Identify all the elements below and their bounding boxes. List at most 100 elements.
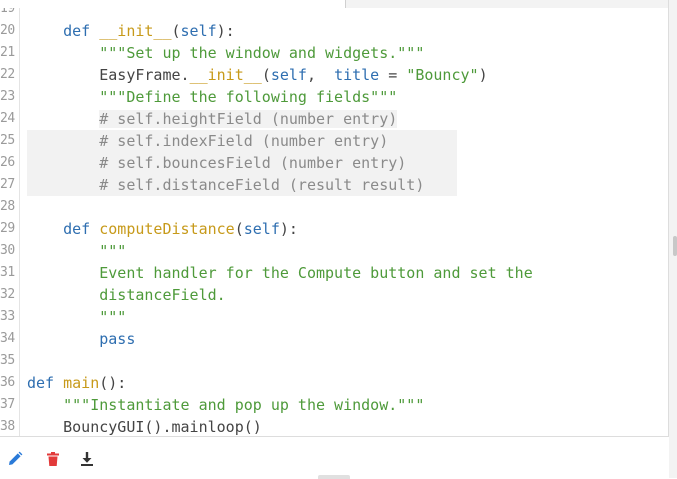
code-line: 31 Event handler for the Compute button … <box>0 262 669 284</box>
code-token: self <box>243 220 280 238</box>
code-token <box>27 132 99 150</box>
code-line: 32 distanceField. <box>0 284 669 306</box>
code-line: 37 """Instantiate and pop up the window.… <box>0 394 669 416</box>
download-icon[interactable] <box>79 451 95 467</box>
code-token <box>27 242 99 260</box>
code-line: 22 EasyFrame.__init__(self, title = "Bou… <box>0 64 669 86</box>
code-line: 23 """Define the following fields""" <box>0 86 669 108</box>
code-token: def <box>27 374 55 392</box>
code-token: pass <box>99 330 136 348</box>
highlighted-row <box>27 152 457 174</box>
code-token: """Set up the window and widgets.""" <box>99 44 425 62</box>
resize-handle[interactable] <box>318 475 350 479</box>
tab-active[interactable] <box>0 0 346 8</box>
line-number: 32 <box>0 284 20 306</box>
code-text: def __init__(self): <box>27 20 235 42</box>
code-token: "Bouncy" <box>406 66 479 84</box>
line-number: 38 <box>0 416 20 436</box>
line-number: 24 <box>0 108 20 130</box>
code-text: distanceField. <box>27 284 226 306</box>
bottom-toolbar <box>0 436 669 479</box>
tab-inactive[interactable] <box>346 0 668 8</box>
code-token: EasyFrame. <box>27 66 190 84</box>
code-token <box>27 220 63 238</box>
vertical-scrollbar[interactable] <box>668 0 677 478</box>
code-line: 28 <box>0 196 669 218</box>
code-text: """ <box>27 240 126 262</box>
code-token: __init__ <box>99 22 172 40</box>
code-token <box>27 396 63 414</box>
code-token <box>27 330 99 348</box>
line-number: 28 <box>0 196 20 218</box>
code-text: EasyFrame.__init__(self, title = "Bouncy… <box>27 64 488 86</box>
code-token <box>27 264 99 282</box>
code-token: """ <box>99 308 127 326</box>
line-number: 37 <box>0 394 20 416</box>
code-line: 21 """Set up the window and widgets.""" <box>0 42 669 64</box>
code-token: ): <box>216 22 235 40</box>
line-number: 36 <box>0 372 20 394</box>
code-line: 30 """ <box>0 240 669 262</box>
code-token: (): <box>99 374 127 392</box>
code-token: """Instantiate and pop up the window.""" <box>63 396 425 414</box>
code-token <box>90 22 99 40</box>
code-text: def computeDistance(self): <box>27 218 298 240</box>
code-token <box>27 176 99 194</box>
code-token: def <box>63 22 91 40</box>
code-line: 26 # self.bouncesField (number entry) <box>0 152 669 174</box>
code-token: main <box>63 374 100 392</box>
line-number: 30 <box>0 240 20 262</box>
line-number: 25 <box>0 130 20 152</box>
highlighted-row <box>27 130 457 152</box>
trash-icon[interactable] <box>45 451 61 467</box>
code-token: __init__ <box>189 66 262 84</box>
code-token <box>27 44 99 62</box>
pencil-icon[interactable] <box>7 451 23 467</box>
line-number: 35 <box>0 350 20 372</box>
line-number: 23 <box>0 86 20 108</box>
code-token: self <box>270 66 307 84</box>
code-line: 35 <box>0 350 669 372</box>
scrollbar-thumb[interactable] <box>673 236 677 256</box>
line-number: 21 <box>0 42 20 64</box>
code-token: def <box>63 220 91 238</box>
code-line: 29 def computeDistance(self): <box>0 218 669 240</box>
code-token: computeDistance <box>99 220 235 238</box>
code-text: """Instantiate and pop up the window.""" <box>27 394 424 416</box>
highlighted-row <box>27 174 457 196</box>
code-token <box>27 286 99 304</box>
code-token: , <box>306 66 335 84</box>
line-number: 27 <box>0 174 20 196</box>
code-text: # self.heightField (number entry) <box>27 108 398 130</box>
code-token: distanceField. <box>99 286 226 304</box>
code-text: """Define the following fields""" <box>27 86 397 108</box>
code-token: ) <box>478 66 488 84</box>
code-text: # self.indexField (number entry) <box>27 130 388 152</box>
line-number: 26 <box>0 152 20 174</box>
code-token: BouncyGUI().mainloop() <box>27 418 262 436</box>
code-token <box>27 88 99 106</box>
code-token <box>27 22 63 40</box>
line-number: 31 <box>0 262 20 284</box>
code-token <box>27 308 99 326</box>
code-text: pass <box>27 328 135 350</box>
code-token <box>54 374 63 392</box>
code-text: """ <box>27 306 126 328</box>
code-token: self <box>180 22 217 40</box>
tab-bar <box>0 0 677 8</box>
code-line: 36 def main(): <box>0 372 669 394</box>
code-text: """Set up the window and widgets.""" <box>27 42 424 64</box>
code-token: Event handler for the Compute button and… <box>99 264 533 282</box>
code-token: """Define the following fields""" <box>99 88 398 106</box>
code-text: # self.distanceField (result result) <box>27 174 424 196</box>
code-line: 24 # self.heightField (number entry) <box>0 108 669 130</box>
code-text: # self.bouncesField (number entry) <box>27 152 406 174</box>
code-line: 34 pass <box>0 328 669 350</box>
code-token <box>27 110 99 128</box>
code-token: # self.indexField (number entry) <box>99 132 389 150</box>
code-token: ( <box>171 22 181 40</box>
code-token: ( <box>261 66 271 84</box>
code-line: 27 # self.distanceField (result result) <box>0 174 669 196</box>
code-token: ( <box>234 220 244 238</box>
